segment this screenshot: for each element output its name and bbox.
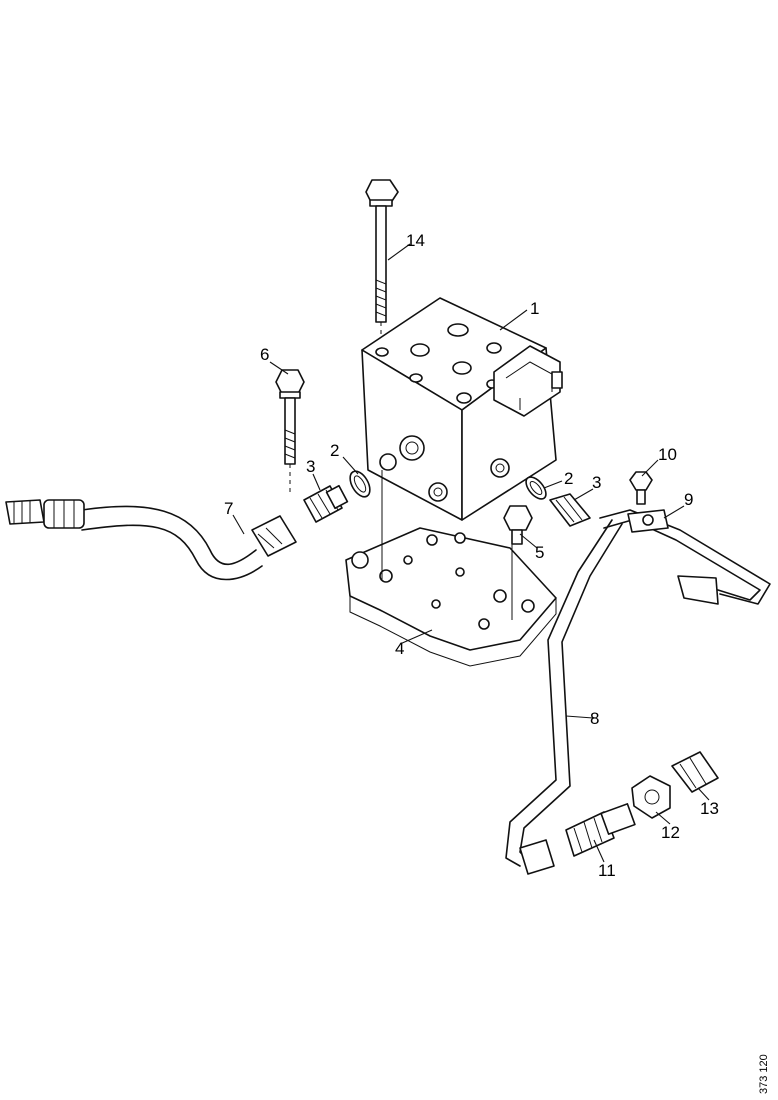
long-bolt-part	[365, 179, 399, 350]
callout-14: 14	[406, 231, 425, 250]
union-fitting-part	[565, 803, 636, 857]
small-bolt-part	[629, 471, 653, 505]
drawing-number: 373 120	[758, 1054, 770, 1094]
callout-2-left: 2	[330, 441, 339, 460]
seal-ring-right-part	[525, 476, 547, 500]
nut-part	[631, 775, 671, 819]
rigid-pipe-part	[505, 509, 771, 875]
mounting-plate-part	[345, 470, 557, 667]
leader-lines	[232, 243, 710, 863]
clamp-part	[627, 509, 669, 533]
callout-6: 6	[260, 345, 269, 364]
callout-3-left: 3	[306, 457, 315, 476]
callout-10: 10	[658, 445, 677, 464]
callout-5: 5	[535, 543, 544, 562]
callout-11: 11	[598, 861, 616, 880]
fitting-right-part	[549, 493, 591, 527]
callout-1: 1	[530, 299, 539, 318]
callout-4: 4	[395, 639, 404, 658]
callout-12: 12	[661, 823, 680, 842]
hose-left-part	[5, 499, 297, 581]
bolt-left-part	[275, 369, 305, 494]
callout-9: 9	[684, 490, 693, 509]
callout-2-right: 2	[564, 469, 573, 488]
cap-nut-part	[671, 751, 719, 793]
fitting-left-part	[303, 484, 349, 523]
seal-ring-left-part	[349, 470, 371, 498]
callout-13: 13	[700, 799, 719, 818]
callout-3-right: 3	[592, 473, 601, 492]
valve-block-part	[361, 297, 563, 521]
callout-7: 7	[224, 499, 233, 518]
bolt-center-part	[503, 505, 533, 545]
callout-8: 8	[590, 709, 599, 728]
